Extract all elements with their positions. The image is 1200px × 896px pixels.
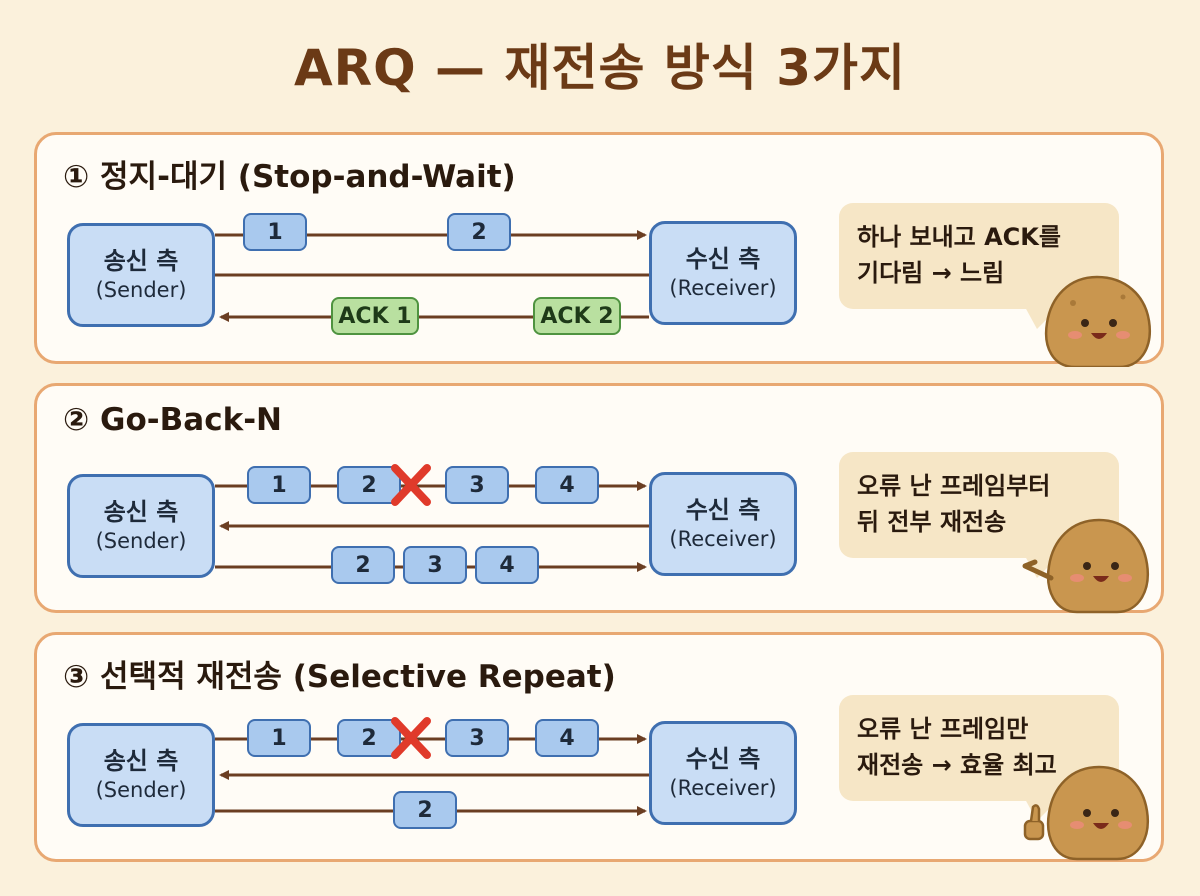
ack-1: ACK 1 — [331, 297, 419, 335]
panel-selective-repeat: ③ 선택적 재전송 (Selective Repeat) 송신 측 (Sende… — [34, 632, 1164, 862]
page-title: ARQ — 재전송 방식 3가지 — [293, 39, 907, 97]
frame-1: 1 — [247, 719, 311, 757]
frame-4: 4 — [535, 466, 599, 504]
panel-title: ② Go-Back-N — [63, 402, 282, 438]
receiver-node: 수신 측 (Receiver) — [649, 721, 797, 825]
frame-3: 3 — [445, 466, 509, 504]
panel-title: ① 정지-대기 (Stop-and-Wait) — [63, 159, 516, 195]
receiver-node: 수신 측 (Receiver) — [649, 472, 797, 576]
frame-2: 2 — [337, 466, 401, 504]
potato-mascot-icon — [1023, 765, 1149, 861]
error-x-icon — [391, 464, 431, 506]
frame-2: 2 — [337, 719, 401, 757]
frame-4: 4 — [535, 719, 599, 757]
retransmit-frame-3: 3 — [403, 546, 467, 584]
frame-3: 3 — [445, 719, 509, 757]
frame-1: 1 — [243, 213, 307, 251]
error-x-icon — [391, 717, 431, 759]
panel-title: ③ 선택적 재전송 (Selective Repeat) — [63, 659, 616, 695]
sender-node: 송신 측 (Sender) — [67, 723, 215, 827]
potato-mascot-icon — [1044, 275, 1151, 367]
receiver-node: 수신 측 (Receiver) — [649, 221, 797, 325]
retransmit-frame-4: 4 — [475, 546, 539, 584]
potato-mascot-icon — [1022, 518, 1149, 614]
retransmit-frame-2: 2 — [393, 791, 457, 829]
sender-node: 송신 측 (Sender) — [67, 223, 215, 327]
panel-stop-and-wait: ① 정지-대기 (Stop-and-Wait) 송신 측 (Sender) 수신… — [34, 132, 1164, 367]
sender-node: 송신 측 (Sender) — [67, 474, 215, 578]
frame-1: 1 — [247, 466, 311, 504]
ack-2: ACK 2 — [533, 297, 621, 335]
panel-go-back-n: ② Go-Back-N 송신 측 (Sender) 수신 측 (Receiver… — [34, 383, 1164, 614]
frame-2: 2 — [447, 213, 511, 251]
retransmit-frame-2: 2 — [331, 546, 395, 584]
